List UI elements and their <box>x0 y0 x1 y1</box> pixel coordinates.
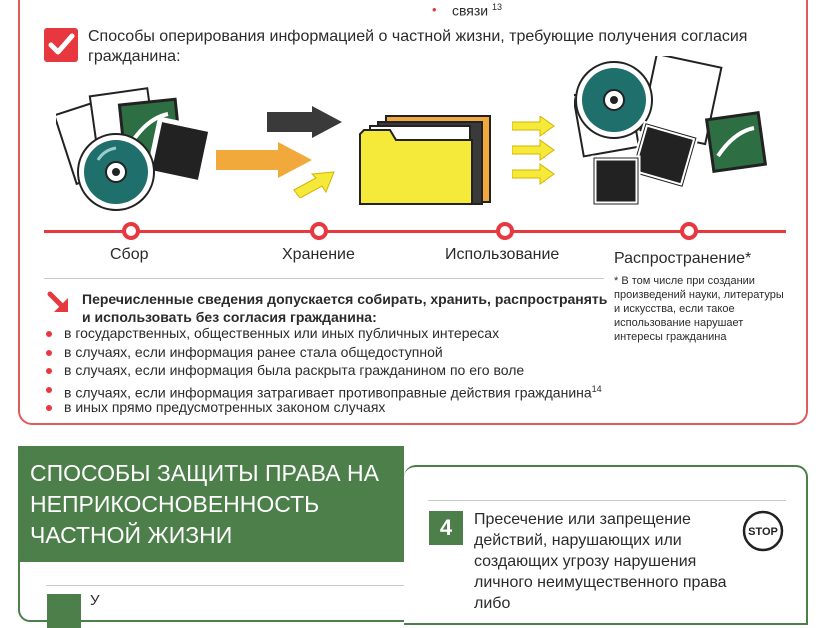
list-item: в иных прямо предусмотренных законом слу… <box>64 399 386 415</box>
list-item: в случаях, если информация была раскрыта… <box>64 362 525 378</box>
media-spread-illustration <box>574 56 768 207</box>
footnote-ref: 14 <box>591 384 602 394</box>
stop-sign-icon: STOP <box>742 510 784 552</box>
media-pile-illustration <box>56 87 215 211</box>
divider <box>46 585 404 586</box>
section-intro: Способы оперирования информацией о частн… <box>88 28 748 65</box>
section-banner <box>18 446 404 562</box>
footnote-ref: 13 <box>492 2 503 12</box>
list-item: в случаях, если информация ранее стала о… <box>64 344 443 360</box>
list-item-text: в случаях, если информация затрагивает п… <box>64 384 592 401</box>
arrow-yellow-icon <box>293 171 335 198</box>
checkmark-icon <box>44 28 78 62</box>
timeline-line <box>44 230 786 233</box>
consent-section-card <box>18 0 808 425</box>
disc-icon <box>575 61 653 139</box>
arrow-orange-icon <box>216 142 312 178</box>
stop-sign-label: STOP <box>748 526 778 538</box>
timeline-node-collect <box>122 222 140 240</box>
arrow-dark-icon <box>267 106 342 138</box>
incoming-arrows <box>216 106 342 198</box>
folder-icon <box>359 115 491 205</box>
bullet-dot <box>46 331 52 337</box>
divider <box>44 278 604 279</box>
item-number-badge <box>47 594 81 628</box>
bullet-dot <box>46 350 52 356</box>
bullet-dot <box>46 387 52 393</box>
footnote: * В том числе при создании произведений … <box>614 275 784 343</box>
exceptions-heading: Перечисленные сведения допускается собир… <box>82 291 608 325</box>
divider <box>428 500 786 501</box>
protection-method-text: У <box>90 592 100 609</box>
timeline-node-store <box>310 222 328 240</box>
protection-method-text: Пресечение или запрещение действий, нару… <box>474 511 727 612</box>
bullet-dot <box>46 368 52 374</box>
section-title: Способы защиты права на неприкосновеннос… <box>30 460 379 548</box>
bullet-dot: • <box>432 2 437 17</box>
item-number-badge: 4 <box>429 511 463 545</box>
timeline-label-distribute: Распространение* <box>614 250 752 267</box>
timeline-label-store: Хранение <box>282 246 355 263</box>
disc-icon <box>77 133 155 211</box>
timeline-node-use <box>496 222 514 240</box>
timeline-label-use: Использование <box>445 246 560 263</box>
timeline-node-distribute <box>680 222 698 240</box>
list-item: в случаях, если информация затрагивает п… <box>64 380 602 402</box>
outgoing-arrows <box>512 116 555 185</box>
prev-list-item: связи 13 <box>452 2 502 19</box>
bullet-dot <box>46 405 52 411</box>
timeline-label-collect: Сбор <box>110 246 149 263</box>
prev-list-item-text: связи <box>452 2 489 19</box>
list-item: в государственных, общественных или иных… <box>64 325 500 341</box>
arrow-down-right-icon <box>47 291 68 312</box>
